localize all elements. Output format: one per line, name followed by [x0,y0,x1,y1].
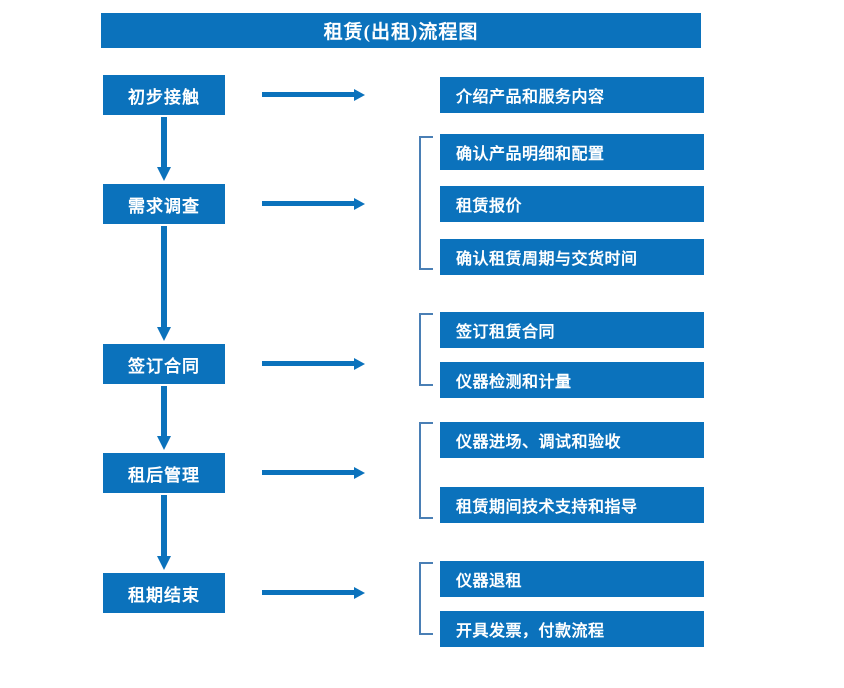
page-title: 租赁(出租)流程图 [101,13,701,48]
stage-box-4[interactable]: 租后管理 [103,453,225,493]
detail-box-9[interactable]: 仪器退租 [440,561,704,597]
bracket-icon-group-1 [419,136,433,270]
detail-box-7[interactable]: 仪器进场、调试和验收 [440,422,704,458]
right-arrow-icon-1 [262,87,366,103]
down-arrow-icon-4 [155,495,173,571]
stage-box-1[interactable]: 初步接触 [103,75,225,115]
down-arrow-icon-1 [155,117,173,182]
detail-box-1[interactable]: 介绍产品和服务内容 [440,77,704,113]
stage-box-2[interactable]: 需求调查 [103,184,225,224]
bracket-icon-group-2 [419,313,433,386]
detail-box-5[interactable]: 签订租赁合同 [440,312,704,348]
bracket-icon-group-4 [419,562,433,635]
right-arrow-icon-2 [262,196,366,212]
detail-box-10[interactable]: 开具发票，付款流程 [440,611,704,647]
detail-box-2[interactable]: 确认产品明细和配置 [440,134,704,170]
detail-box-6[interactable]: 仪器检测和计量 [440,362,704,398]
down-arrow-icon-2 [155,226,173,342]
bracket-icon-group-3 [419,422,433,519]
detail-box-4[interactable]: 确认租赁周期与交货时间 [440,239,704,275]
down-arrow-icon-3 [155,386,173,451]
detail-box-3[interactable]: 租赁报价 [440,186,704,222]
stage-box-5[interactable]: 租期结束 [103,573,225,613]
right-arrow-icon-5 [262,585,366,601]
right-arrow-icon-4 [262,465,366,481]
stage-box-3[interactable]: 签订合同 [103,344,225,384]
right-arrow-icon-3 [262,356,366,372]
detail-box-8[interactable]: 租赁期间技术支持和指导 [440,487,704,523]
